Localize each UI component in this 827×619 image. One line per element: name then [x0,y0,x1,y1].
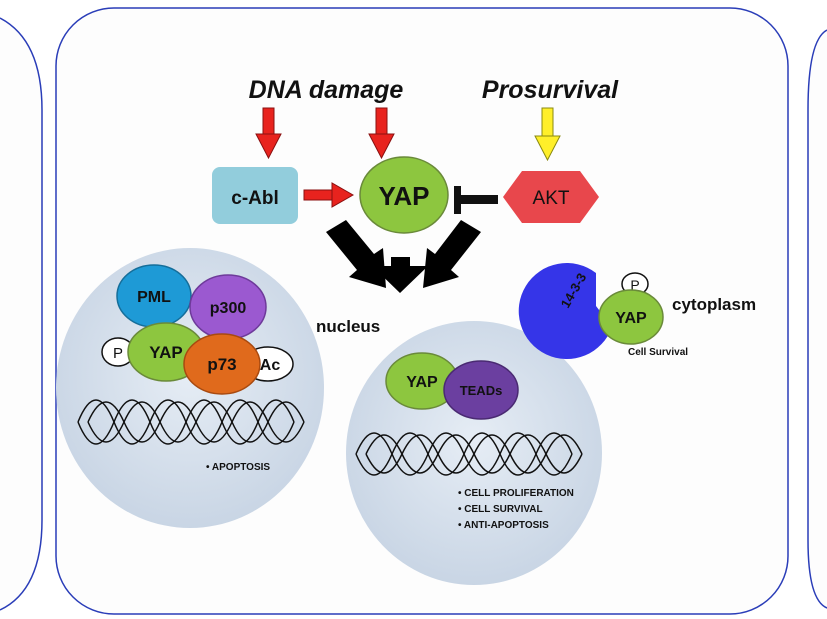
p300-label: p300 [210,300,247,317]
nucleus-label: nucleus [316,317,380,336]
c-abl-to-yap-arrow [303,182,355,208]
teads-label: TEADs [460,383,503,398]
apoptosis-label: • APOPTOSIS [206,462,270,473]
cell-survival-label: Cell Survival [628,347,688,358]
yap-main-label: YAP [378,181,429,211]
ac-label: Ac [260,357,281,374]
dna-damage-arrow-left [255,107,282,160]
fourteen-3-3-node [518,263,612,360]
p-cyto-label: P [630,277,639,293]
dna-helix-right [355,432,583,476]
dna-damage-label: DNA damage [249,76,404,104]
c-abl-label: c-Abl [231,188,279,209]
black-arrow-left [326,220,386,288]
yap-left-label: YAP [149,343,182,362]
akt-inhibition-bar [454,186,498,214]
prosurvival-label: Prosurvival [482,76,619,104]
yap-cyto-node [598,289,664,345]
black-arrow-right [423,220,481,288]
yap-right-label: YAP [406,374,438,391]
dna-helix-left [77,399,305,445]
yap-main-node [359,156,449,234]
cytoplasm-label: cytoplasm [672,295,756,314]
cell-proliferation-label: • CELL PROLIFERATION [458,488,574,499]
teads-node [443,360,519,420]
pml-label: PML [137,289,171,306]
dna-damage-arrow-right [368,107,395,160]
prosurvival-arrow [534,107,561,162]
c-abl-box [212,167,298,224]
p-left-label: P [113,345,123,362]
black-arrow-center [372,257,428,293]
p73-label: p73 [207,355,236,374]
left-panel-edge [0,17,43,611]
cell-survival-bullet-label: • CELL SURVIVAL [458,504,543,515]
akt-label: AKT [533,188,570,209]
p73-node [183,333,261,395]
right-panel-edge [807,29,827,609]
yap-cyto-label: YAP [615,310,647,327]
akt-hexagon [503,171,599,223]
anti-apoptosis-label: • ANTI-APOPTOSIS [458,520,549,531]
